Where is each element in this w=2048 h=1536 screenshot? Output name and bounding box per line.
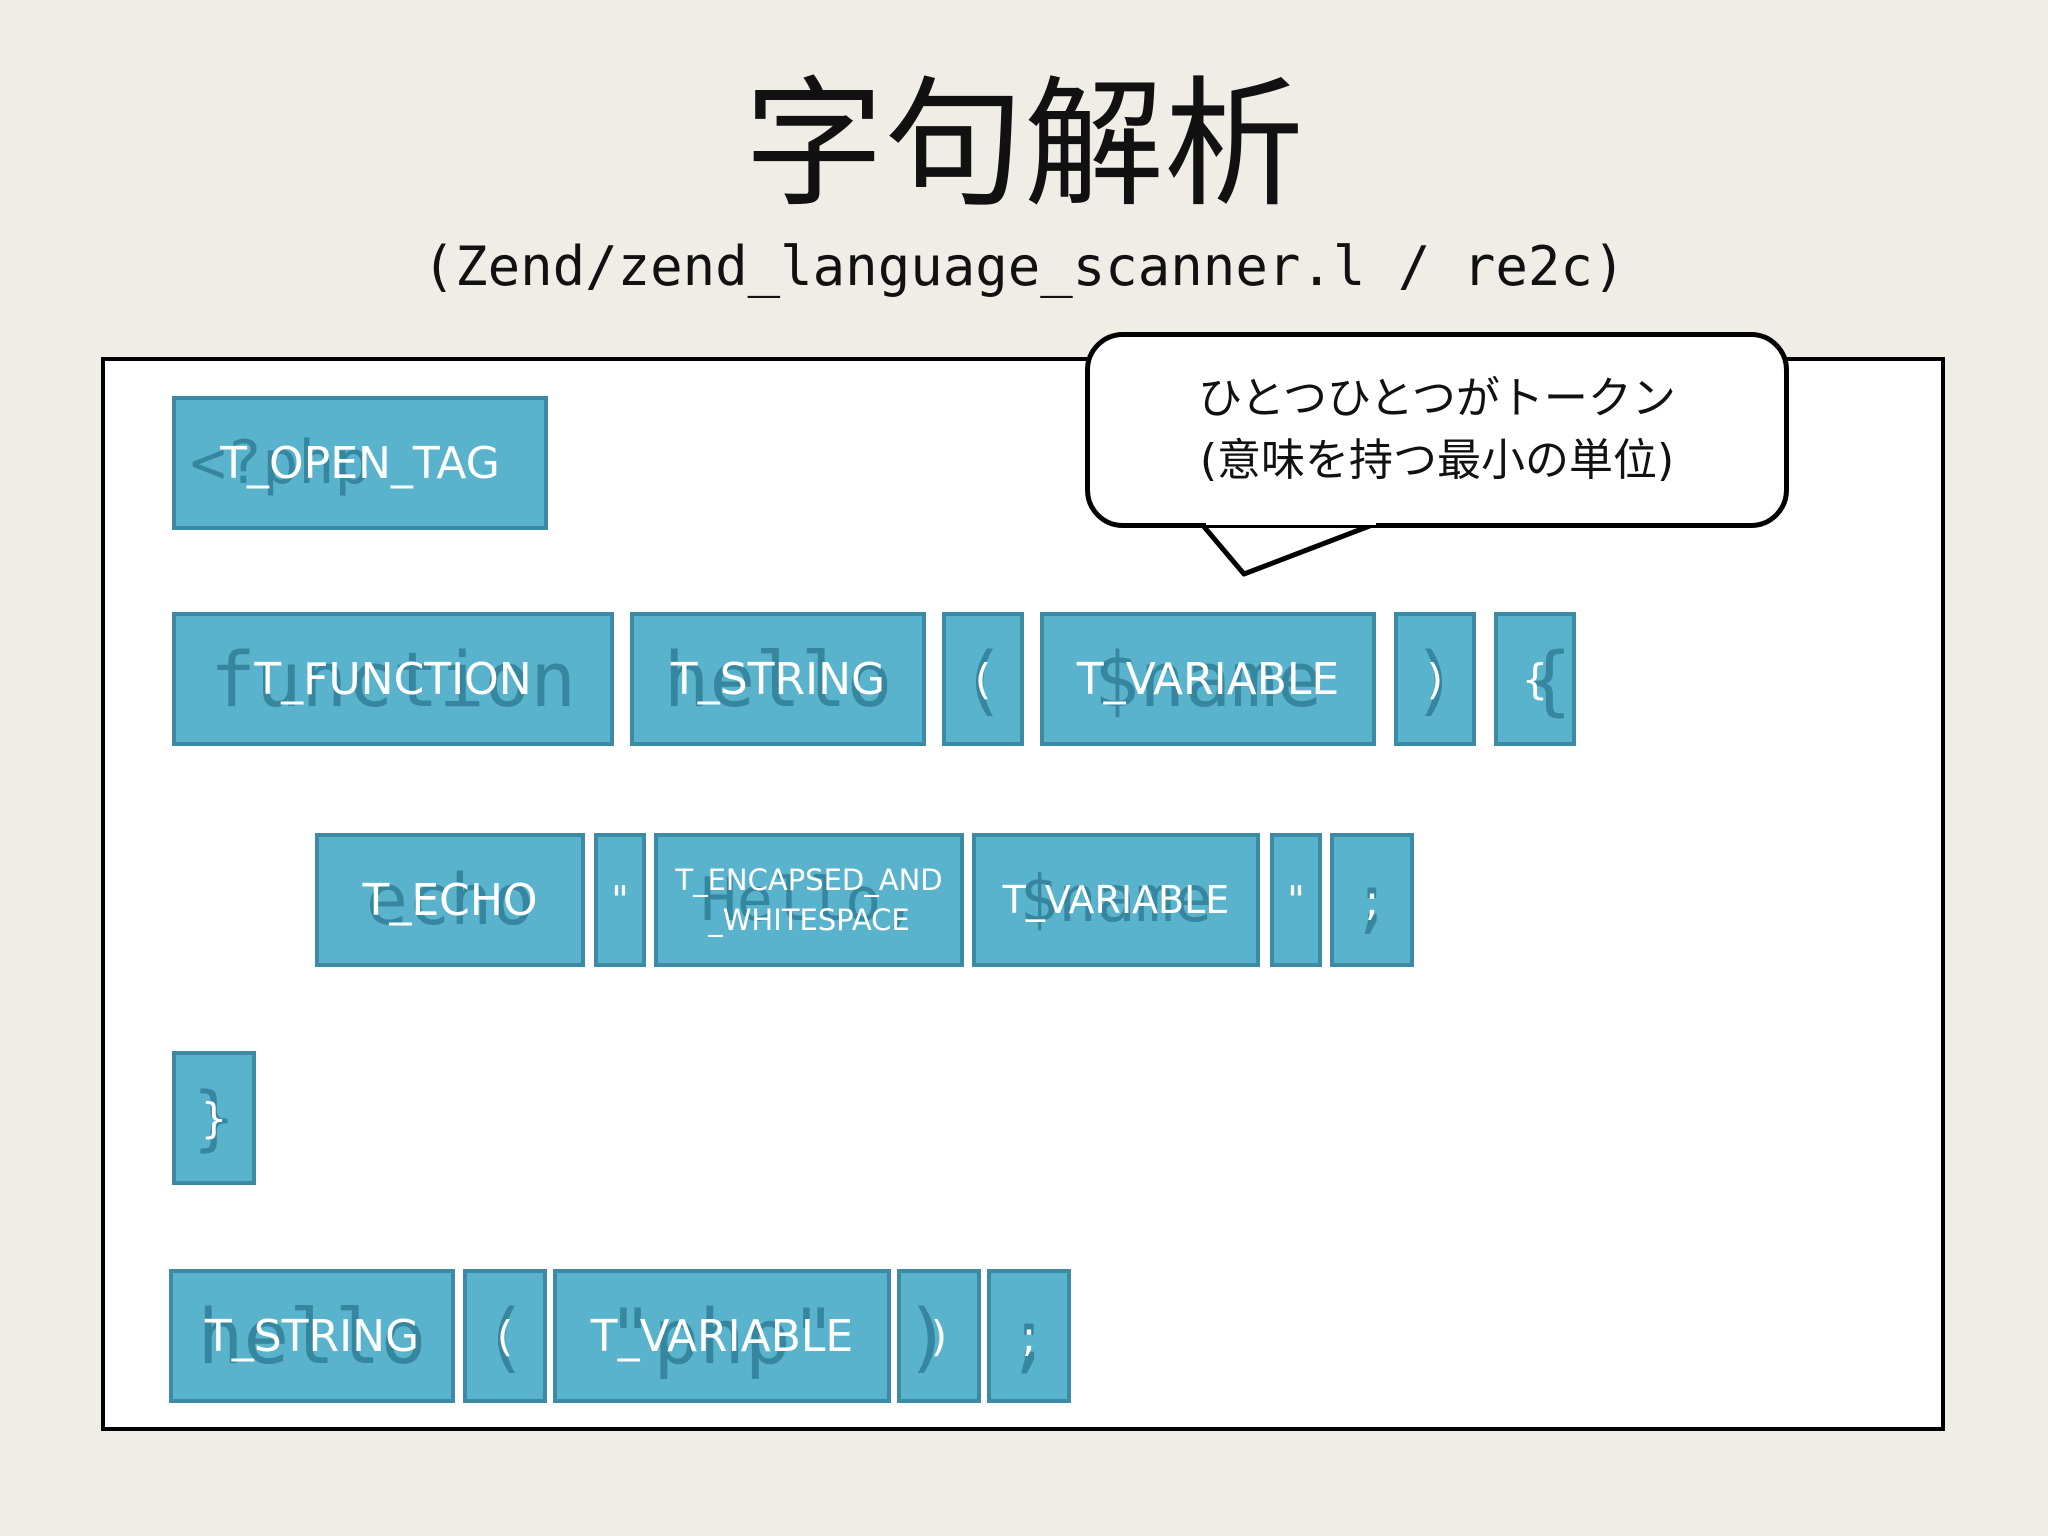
source-text: hello	[197, 1291, 427, 1381]
source-text: "php"	[607, 1291, 837, 1381]
token-label-line2: _WHITESPACE	[708, 903, 910, 937]
token-label: "	[611, 878, 629, 922]
source-text: $name	[1093, 634, 1323, 724]
token-label: )	[1426, 654, 1444, 704]
token-label: )	[930, 1311, 948, 1361]
token-string-hello2: hello T_STRING	[169, 1269, 455, 1403]
source-text: }	[192, 1077, 236, 1159]
token-string-hello: hello T_STRING	[630, 612, 926, 746]
slide-title: 字句解析	[743, 64, 1304, 227]
token-label: T_STRING	[204, 1310, 420, 1362]
source-text: {	[1526, 634, 1572, 724]
token-semicolon2: ; ;	[987, 1269, 1071, 1403]
source-text: )	[905, 1291, 951, 1381]
token-rbrace: } }	[172, 1051, 256, 1185]
token-variable-php: "php" T_VARIABLE	[553, 1269, 891, 1403]
token-echo: echo T_ECHO	[315, 833, 585, 967]
token-lparen2: ( (	[463, 1269, 547, 1403]
source-text: $name	[1019, 863, 1213, 937]
token-label-line1: T_ENCAPSED_AND	[675, 863, 943, 897]
source-text: function	[209, 634, 577, 724]
token-function: function T_FUNCTION	[172, 612, 614, 746]
source-text: <?php	[190, 428, 371, 498]
source-text: ;	[1006, 1291, 1052, 1381]
token-label: T_VARIABLE	[1002, 878, 1230, 922]
token-encapsed-whitespace: Hello, T_ENCAPSED_AND _WHITESPACE	[654, 833, 964, 967]
token-label: "	[1287, 878, 1305, 922]
token-double-quote: "	[594, 833, 646, 967]
token-label: T_VARIABLE	[1076, 653, 1340, 705]
source-text: echo	[365, 859, 535, 941]
callout-bubble: ひとつひとつがトークン (意味を持つ最小の単位)	[1085, 332, 1789, 528]
token-label: T_OPEN_TAG	[220, 437, 500, 489]
source-text: hello	[663, 634, 893, 724]
token-label: }	[200, 1093, 228, 1143]
token-rparen2: ) )	[897, 1269, 981, 1403]
token-semicolon: ; ;	[1330, 833, 1414, 967]
source-text: (	[960, 634, 1006, 724]
token-open-tag: <?php T_OPEN_TAG	[172, 396, 548, 530]
token-double-quote2: "	[1270, 833, 1322, 967]
source-text: ;	[1350, 859, 1394, 941]
token-label: ;	[1021, 1311, 1037, 1361]
token-label: T_STRING	[670, 653, 886, 705]
token-rparen: ) )	[1394, 612, 1476, 746]
code-panel: <?php T_OPEN_TAG function T_FUNCTION hel…	[101, 357, 1945, 1431]
source-text: (	[482, 1291, 528, 1381]
token-variable-name: $name T_VARIABLE	[1040, 612, 1376, 746]
source-text: Hello,	[700, 865, 918, 935]
slide-subtitle: (Zend/zend_language_scanner.l / re2c)	[422, 235, 1626, 298]
token-variable-name2: $name T_VARIABLE	[972, 833, 1260, 967]
token-label: T_ECHO	[362, 874, 538, 926]
token-lparen: ( (	[942, 612, 1024, 746]
token-label: T_VARIABLE	[590, 1310, 854, 1362]
token-lbrace: { {	[1494, 612, 1576, 746]
callout-line1: ひとつひとつがトークン	[1198, 373, 1676, 424]
source-text: )	[1412, 634, 1458, 724]
token-label: ;	[1364, 875, 1380, 925]
callout-line2: (意味を持つ最小の単位)	[1199, 435, 1675, 486]
token-label: (	[974, 654, 992, 704]
token-label: {	[1521, 654, 1549, 704]
token-label: (	[496, 1311, 514, 1361]
token-label: T_FUNCTION	[254, 653, 532, 705]
